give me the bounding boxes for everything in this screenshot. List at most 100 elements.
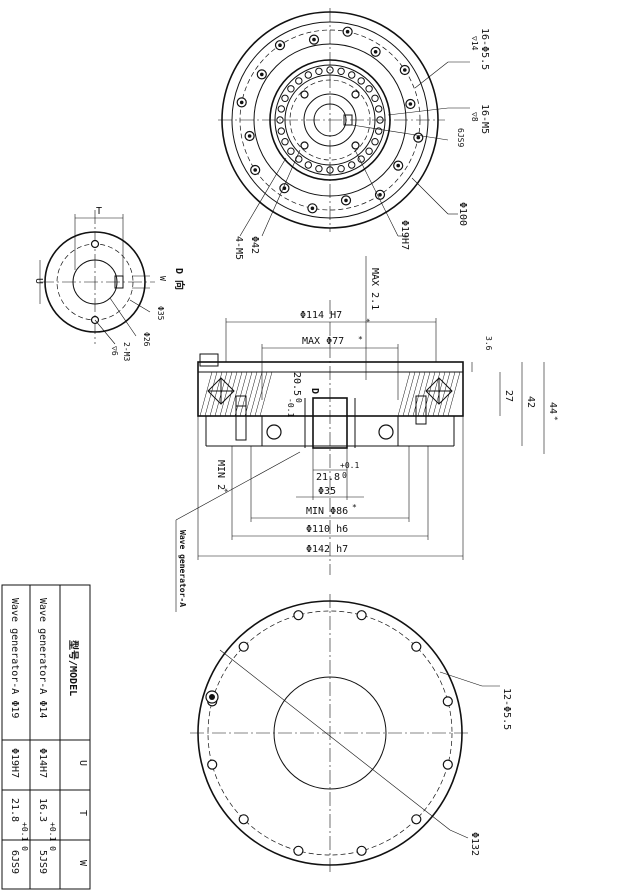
- d-view-label: D 向: [173, 268, 186, 290]
- dim-t: T: [96, 206, 102, 217]
- bolt-hole-core: [344, 198, 348, 203]
- table-row2-tol: +0.1 0: [20, 822, 29, 851]
- table-header-model: 型号/MODEL: [67, 640, 80, 696]
- hatch-line: [199, 371, 213, 417]
- section-view: Φ114 H7 MAX Φ77 * MAX 2.1 * 20.5 0 -0.1 …: [175, 256, 559, 612]
- d-view: T U W D 向 Φ35 Φ26 2-M3 ▽6: [33, 206, 186, 361]
- bolt-depth: ▽14: [470, 36, 479, 51]
- bottom-bolt-hole: [411, 814, 422, 825]
- hatch-line: [259, 371, 273, 417]
- bottom-view: 12-Φ5.5 Φ132: [190, 594, 512, 872]
- bottom-bolt-hole: [293, 845, 304, 856]
- bottom-bolt-hole: [238, 641, 249, 652]
- table-header-w: W: [77, 860, 88, 867]
- bearing-roller: [326, 166, 334, 174]
- tol-20-5-upper: 0: [294, 398, 303, 403]
- dia-19h7: Φ19H7: [399, 220, 410, 250]
- bolt-hole-core: [373, 50, 378, 54]
- bearing-roller: [277, 105, 285, 113]
- max-21-star: *: [362, 318, 371, 323]
- bottom-bolt-hole: [356, 845, 367, 856]
- bolt-hole-core: [239, 100, 244, 105]
- dim-u: U: [33, 278, 44, 284]
- table-row1-tol: +0.1 0: [48, 822, 57, 851]
- wave-generator-label: Wave generator-A: [178, 530, 187, 607]
- max-77: MAX Φ77: [302, 336, 344, 347]
- bolt-hole-core: [403, 68, 407, 72]
- tap-4m5: 4-M5: [233, 236, 244, 260]
- table-row1-model: Wave generator-A Φ14: [37, 598, 48, 718]
- bearing-roller: [375, 105, 383, 113]
- hatch-line: [407, 371, 421, 417]
- bolt-hole-core: [260, 72, 264, 77]
- bearing-roller: [281, 94, 289, 103]
- hatch-line: [402, 371, 416, 417]
- bolt-hole-core: [396, 163, 401, 168]
- dia-110: Φ110 h6: [306, 524, 348, 535]
- table-row1-u: Φ14H7: [37, 748, 48, 778]
- bearing-rollers: [276, 66, 384, 174]
- min-2: MIN 2: [215, 460, 226, 490]
- inner-tapped-holes: [300, 90, 360, 150]
- bearing-roller: [375, 127, 383, 135]
- bearing-roller: [287, 85, 295, 93]
- bearing-roller: [337, 67, 345, 76]
- bearing-roller: [276, 116, 284, 124]
- tap-2m3: 2-M3: [122, 342, 131, 361]
- top-view: 16-Φ5.5 ▽14 16-M5 ▽8 6JS9 Φ100 Φ19H7 Φ42…: [218, 8, 490, 260]
- bearing-roller: [357, 77, 365, 85]
- tap-depth-6: ▽6: [110, 346, 119, 356]
- hatch-line: [219, 371, 233, 417]
- bearing-roller: [376, 116, 384, 124]
- table-row1-w: 5JS9: [37, 850, 48, 874]
- bolt-hole-core: [310, 206, 315, 211]
- bearing-roller: [277, 127, 285, 135]
- bolt-hole-core: [416, 135, 421, 140]
- dim-3-6: 3.6: [484, 336, 493, 351]
- bearing-roller: [287, 147, 295, 155]
- bearing-roller: [337, 165, 345, 173]
- bolt-hole-core: [378, 193, 382, 197]
- table-row2-u: Φ19H7: [9, 748, 20, 778]
- hatch-line: [254, 371, 268, 417]
- inner-tapped-hole: [351, 90, 360, 99]
- dim-20-5: 20.5: [291, 372, 302, 396]
- dia-132: Φ132: [469, 832, 480, 856]
- tol-21-8-lower: 0: [342, 471, 347, 480]
- bottom-bolt-hole: [356, 610, 367, 621]
- table-header-u: U: [77, 760, 88, 766]
- inner-tapped-hole: [351, 141, 360, 150]
- table-header-t: T: [77, 810, 88, 816]
- bolt-hole-core: [312, 37, 316, 42]
- bearing-roller: [304, 71, 312, 79]
- bearing-roller: [295, 155, 303, 163]
- bolt-hole-core: [253, 168, 257, 172]
- bearing-roller: [281, 138, 289, 146]
- table-row2-t: 21.8: [9, 798, 20, 822]
- bearing-roller: [295, 77, 303, 85]
- bearing-roller: [348, 161, 356, 169]
- max-21: MAX 2.1: [369, 268, 380, 310]
- bolt-hole-core: [247, 134, 252, 138]
- bottom-bolt-hole: [442, 759, 453, 770]
- d-marker: D: [309, 388, 320, 394]
- pin-hole-core: [209, 694, 215, 700]
- hatch-line: [447, 371, 461, 417]
- hatch-line: [417, 371, 431, 417]
- bearing-roller: [357, 155, 365, 163]
- dim-27: 27: [503, 390, 514, 402]
- dim-w: W: [158, 276, 167, 281]
- bearing-roller: [371, 94, 379, 103]
- bottom-bolt-hole: [207, 759, 218, 770]
- dia-26-d: Φ26: [142, 332, 151, 347]
- table-row2-w: 6JS9: [9, 850, 20, 874]
- max-77-star: *: [358, 335, 363, 344]
- flange-bolt-holes: [236, 26, 424, 214]
- inner-tapped-hole: [300, 141, 309, 150]
- hatch-line: [249, 371, 263, 417]
- dim-44-star: *: [550, 416, 559, 421]
- bearing-roller: [348, 71, 356, 79]
- tol-21-8-upper: +0.1: [340, 461, 359, 470]
- dim-21-8: 21.8: [316, 472, 340, 483]
